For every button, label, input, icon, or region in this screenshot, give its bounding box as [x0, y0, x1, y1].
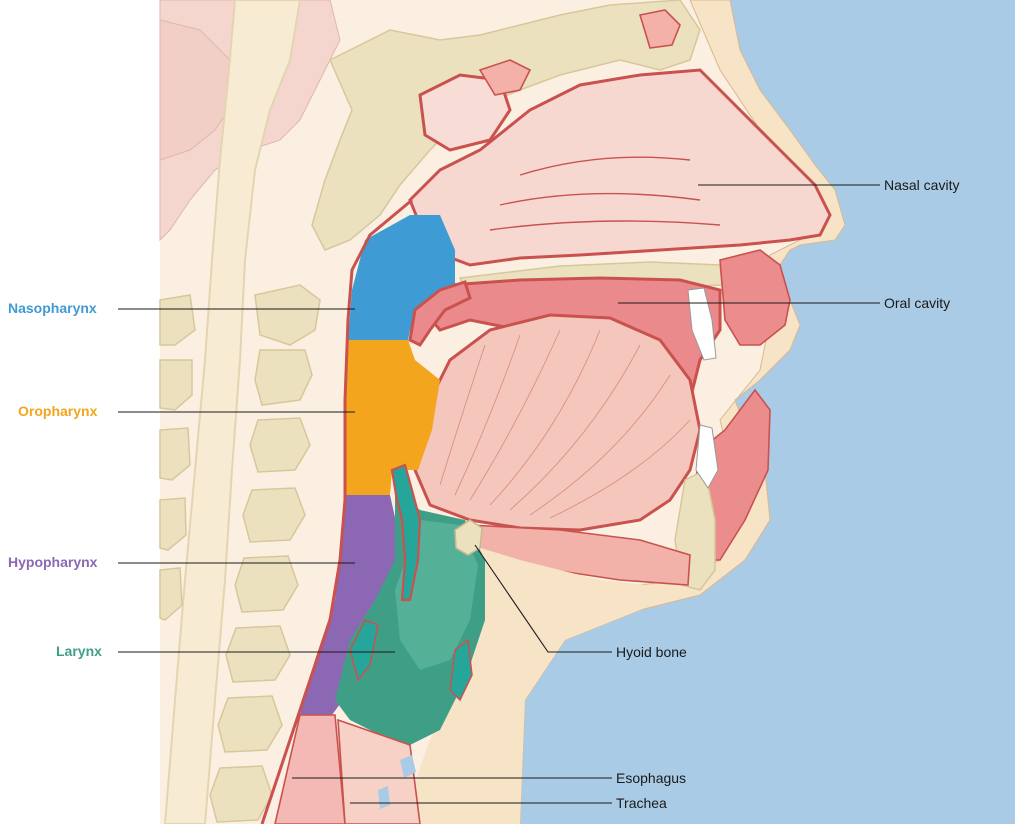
label-trachea: Trachea [616, 795, 667, 811]
label-hyoid-bone: Hyoid bone [616, 644, 687, 660]
label-oral-cavity: Oral cavity [884, 295, 950, 311]
label-esophagus: Esophagus [616, 770, 686, 786]
label-nasal-cavity: Nasal cavity [884, 177, 959, 193]
label-hypopharynx: Hypopharynx [8, 554, 98, 570]
label-oropharynx: Oropharynx [18, 403, 98, 419]
label-larynx: Larynx [56, 643, 102, 659]
label-nasopharynx: Nasopharynx [8, 300, 97, 316]
